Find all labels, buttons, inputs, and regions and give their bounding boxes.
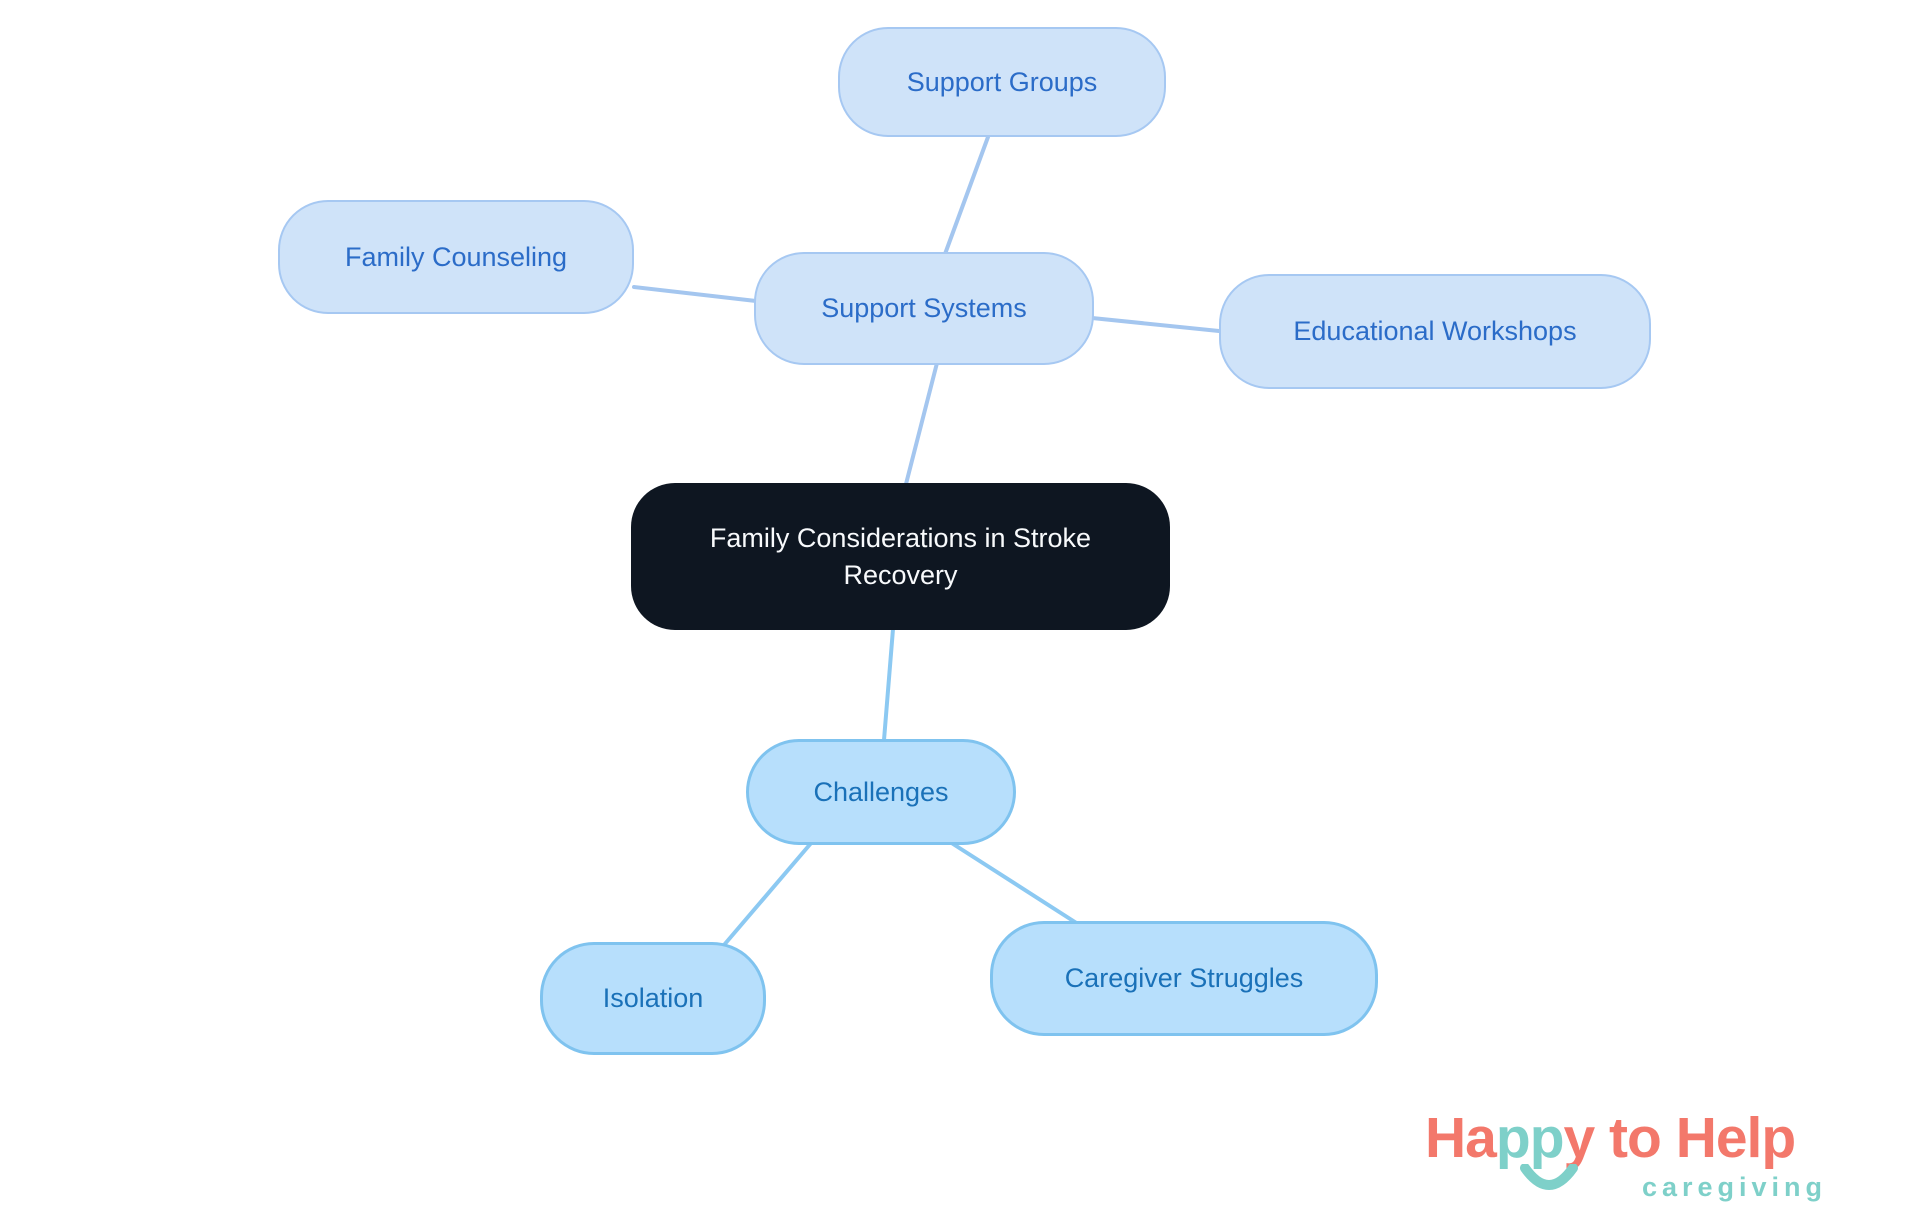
node-isolation[interactable]: Isolation [540,942,766,1055]
node-educational-workshops[interactable]: Educational Workshops [1219,274,1651,389]
node-support-groups-label: Support Groups [906,66,1098,97]
happy-to-help-logo: Happy to Help caregiving [1425,1110,1877,1210]
node-caregiver-struggles-label: Caregiver Struggles [1064,963,1304,994]
node-central-label: Family Considerations in Stroke Recovery [709,523,1092,590]
logo-wordmark: Happy to Help [1425,1110,1796,1167]
node-isolation-label: Isolation [602,983,704,1014]
node-caregiver-struggles[interactable]: Caregiver Struggles [990,921,1378,1036]
edge-central-challenges [882,627,895,742]
node-support-groups[interactable]: Support Groups [838,27,1166,137]
logo-subtitle: caregiving [1641,1172,1827,1202]
node-educational-workshops-label: Educational Workshops [1293,316,1577,347]
logo-text-ha: Ha [1425,1106,1497,1170]
node-family-counseling-label: Family Counseling [344,241,568,272]
edge-support-systems-central [904,361,939,486]
logo-text-rest: y to Help [1563,1106,1797,1170]
logo-text-pp: pp [1495,1106,1565,1170]
node-family-counseling[interactable]: Family Counseling [278,200,634,314]
node-support-systems[interactable]: Support Systems [754,252,1094,365]
edge-challenges-isolation [722,840,814,947]
edge-challenges-caregiver-struggles [948,840,1080,926]
node-challenges-label: Challenges [813,776,949,807]
edge-support-systems-educational-workshops [1090,316,1221,333]
edge-family-counseling-support-systems [632,285,758,303]
node-support-systems-label: Support Systems [821,293,1027,324]
node-central[interactable]: Family Considerations in Stroke Recovery [631,483,1170,630]
edge-support-groups-support-systems [943,135,990,256]
smile-icon [1520,1164,1578,1190]
node-challenges[interactable]: Challenges [746,739,1016,845]
